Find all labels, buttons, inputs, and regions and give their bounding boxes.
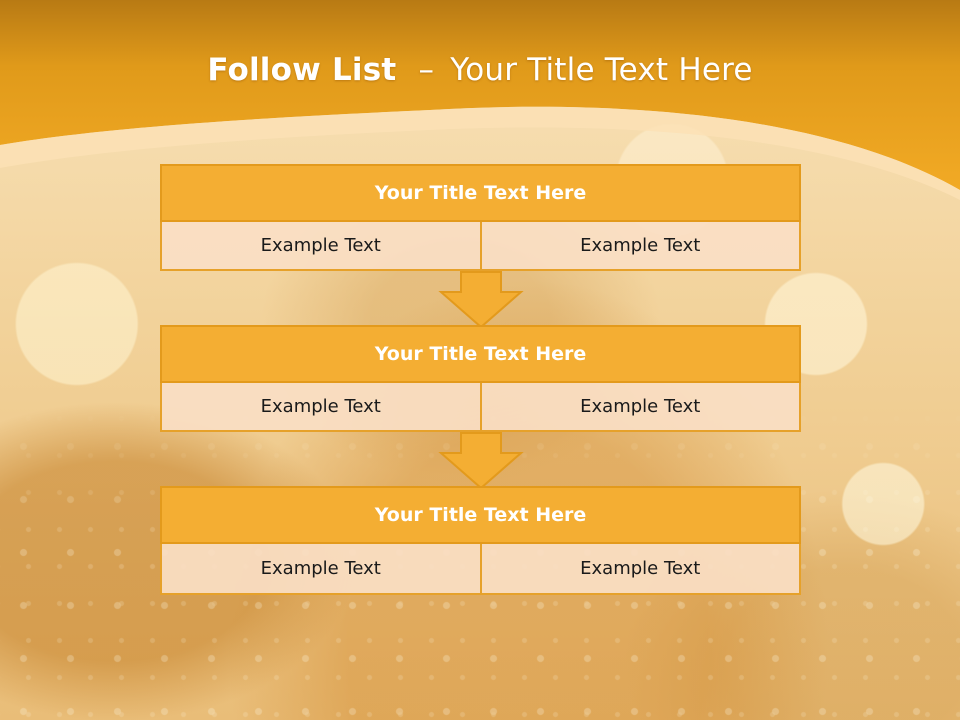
block-title: Your Title Text Here (160, 486, 801, 544)
block-cell-right: Example Text (481, 222, 801, 271)
block-cell-right: Example Text (481, 383, 801, 432)
block-row: Example Text Example Text (160, 222, 801, 271)
slide-title: Follow List – Your Title Text Here (0, 52, 960, 88)
slide-title-bold: Follow List (207, 52, 397, 88)
block-cell-right: Example Text (481, 544, 801, 595)
header-band (0, 0, 960, 200)
block-title: Your Title Text Here (160, 325, 801, 383)
down-arrow-icon (438, 271, 524, 329)
list-block-1: Your Title Text Here Example Text Exampl… (160, 164, 801, 271)
slide-title-separator: – (418, 52, 435, 88)
block-row: Example Text Example Text (160, 544, 801, 595)
block-cell-left: Example Text (160, 222, 482, 271)
block-cell-left: Example Text (160, 383, 482, 432)
list-block-3: Your Title Text Here Example Text Exampl… (160, 486, 801, 595)
list-block-2: Your Title Text Here Example Text Exampl… (160, 325, 801, 432)
slide-title-rest: Your Title Text Here (450, 52, 753, 88)
block-cell-left: Example Text (160, 544, 482, 595)
block-title: Your Title Text Here (160, 164, 801, 222)
block-row: Example Text Example Text (160, 383, 801, 432)
down-arrow-icon (438, 432, 524, 490)
